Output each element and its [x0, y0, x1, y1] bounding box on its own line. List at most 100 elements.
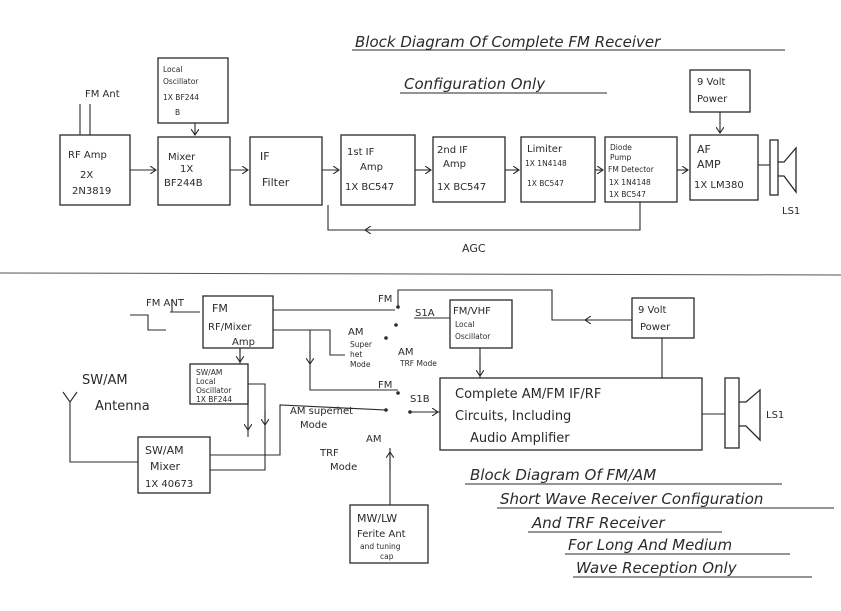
top-speaker-label: LS1	[782, 206, 800, 217]
rf-amp-block: RF Amp 2X 2N3819	[59, 134, 131, 206]
detector-line4: 1X 1N4148	[609, 178, 651, 187]
bottom-speaker-label: LS1	[766, 410, 784, 421]
bottom-power-line1: 9 Volt	[638, 305, 667, 316]
section-divider	[0, 272, 841, 276]
mixer-part: BF244B	[164, 178, 203, 189]
switch-am-superhet-mode-2: Mode	[300, 420, 327, 431]
top-diagram: Block Diagram Of Complete FM Receiver Co…	[59, 33, 800, 255]
af-amp-line3: 1X LM380	[694, 180, 744, 191]
if-rf-line1: Complete AM/FM IF/RF	[455, 387, 601, 402]
mixer-qty: 1X	[180, 164, 193, 175]
if1-line1: 1st IF	[347, 147, 375, 158]
mixer-block: Mixer 1X BF244B	[157, 136, 231, 206]
fm-vhf-line3: Oscillator	[455, 332, 491, 341]
limiter-block: Limiter 1X 1N4148 1X BC547	[520, 136, 596, 203]
bottom-wiring	[210, 289, 663, 505]
sw-antenna-line2: Antenna	[95, 399, 150, 414]
lo-line2: Oscillator	[163, 77, 199, 86]
if1-line2: Amp	[360, 162, 383, 173]
detector-line5: 1X BC547	[609, 190, 646, 199]
switch-fm-mid: FM	[378, 380, 392, 391]
agc-label: AGC	[462, 242, 486, 255]
caption-line1: Block Diagram Of FM/AM	[470, 466, 656, 484]
caption-line2: Short Wave Receiver Configuration	[500, 490, 763, 508]
switch-am-trf-1: AM	[398, 347, 413, 358]
local-oscillator-block: Local Oscillator 1X BF244 B	[157, 57, 229, 124]
top-title-line2: Configuration Only	[404, 75, 546, 93]
if-rf-line2: Circuits, Including	[455, 409, 571, 424]
top-signal-arrows	[130, 112, 720, 170]
af-amp-line1: AF	[697, 143, 711, 156]
bottom-diagram: FM ANT FM RF/Mixer Amp FM/VHF Local Osci…	[62, 289, 834, 578]
fm-detector-block: Diode Pump FM Detector 1X 1N4148 1X BC54…	[604, 136, 678, 203]
if2-line3: 1X BC547	[437, 182, 486, 193]
switch-am-superhet-1: AM	[348, 327, 363, 338]
switch-am-superhet-4: Mode	[350, 360, 371, 369]
detector-line2: Pump	[610, 153, 631, 162]
top-speaker-icon	[758, 139, 797, 196]
detector-line3: FM Detector	[608, 165, 655, 174]
caption-line5: Wave Reception Only	[576, 559, 738, 577]
sw-lo-line2: Local	[196, 377, 215, 386]
fm-rf-mixer-block: FM RF/Mixer Amp	[202, 295, 274, 349]
switch-fm-top: FM	[378, 294, 392, 305]
bottom-power-line2: Power	[640, 322, 671, 333]
switch-am-low: AM	[366, 434, 381, 445]
sw-lo-line4: 1X BF244	[196, 395, 232, 404]
sw-antenna-line1: SW/AM	[82, 373, 128, 388]
sw-mixer-block: SW/AM Mixer 1X 40673	[137, 436, 211, 494]
top-power-block: 9 Volt Power	[689, 69, 751, 113]
top-power-line2: Power	[697, 94, 728, 105]
if-filter-block: IF Filter	[249, 136, 323, 206]
mw-lw-line3: and tuning	[360, 542, 401, 551]
if2-line1: 2nd IF	[437, 145, 468, 156]
switch-am-superhet-3: het	[350, 350, 362, 359]
mw-lw-line1: MW/LW	[357, 512, 397, 525]
af-amp-block: AF AMP 1X LM380	[689, 134, 759, 201]
mixer-label: Mixer	[168, 152, 196, 163]
fm-rf-line3: Amp	[232, 337, 255, 348]
bottom-speaker-icon	[702, 377, 761, 449]
switch-s1b: S1B	[410, 394, 430, 405]
agc-loop	[327, 202, 641, 230]
switch-am-superhet-mode-1: AM superhet	[290, 406, 353, 417]
top-title-line1: Block Diagram Of Complete FM Receiver	[355, 33, 661, 51]
mw-lw-line4: cap	[380, 552, 394, 561]
fm-vhf-lo-block: FM/VHF Local Oscillator	[449, 299, 513, 349]
sw-lo-line1: SW/AM	[196, 368, 222, 377]
fm-antenna-icon	[79, 104, 91, 135]
if1-line3: 1X BC547	[345, 182, 394, 193]
if1-block: 1st IF Amp 1X BC547	[340, 134, 416, 206]
bottom-fm-ant-label: FM ANT	[146, 298, 185, 309]
sw-lo-line3: Oscillator	[196, 386, 232, 395]
rf-amp-qty: 2X	[80, 170, 93, 181]
fm-ant-label: FM Ant	[85, 89, 120, 100]
switch-am-trf-2: TRF Mode	[399, 359, 437, 368]
switch-trf-mode-1: TRF	[319, 448, 339, 459]
if-filter-line2: Filter	[262, 176, 290, 189]
if-rf-block: Complete AM/FM IF/RF Circuits, Including…	[439, 377, 703, 451]
rf-amp-part: 2N3819	[72, 186, 111, 197]
if2-line2: Amp	[443, 159, 466, 170]
switch-s1a: S1A	[415, 308, 435, 319]
af-amp-line2: AMP	[697, 158, 721, 171]
if-rf-line3: Audio Amplifier	[470, 431, 570, 446]
bottom-fm-antenna-icon	[130, 300, 200, 331]
caption-line3: And TRF Receiver	[531, 514, 665, 532]
lo-line4: B	[175, 108, 180, 117]
if-filter-line1: IF	[260, 150, 270, 163]
sw-mixer-line1: SW/AM	[145, 444, 184, 457]
limiter-line3: 1X BC547	[527, 179, 564, 188]
top-power-line1: 9 Volt	[697, 77, 726, 88]
caption-line4: For Long And Medium	[568, 536, 732, 554]
switch-am-superhet-2: Super	[350, 340, 373, 349]
sw-am-antenna-icon	[62, 391, 138, 463]
bottom-power-block: 9 Volt Power	[631, 297, 695, 339]
detector-line1: Diode	[610, 143, 632, 152]
lo-line3: 1X BF244	[163, 93, 199, 102]
fm-vhf-line1: FM/VHF	[453, 306, 491, 317]
limiter-line1: Limiter	[527, 144, 563, 155]
mw-lw-block: MW/LW Ferite Ant and tuning cap	[349, 504, 429, 564]
